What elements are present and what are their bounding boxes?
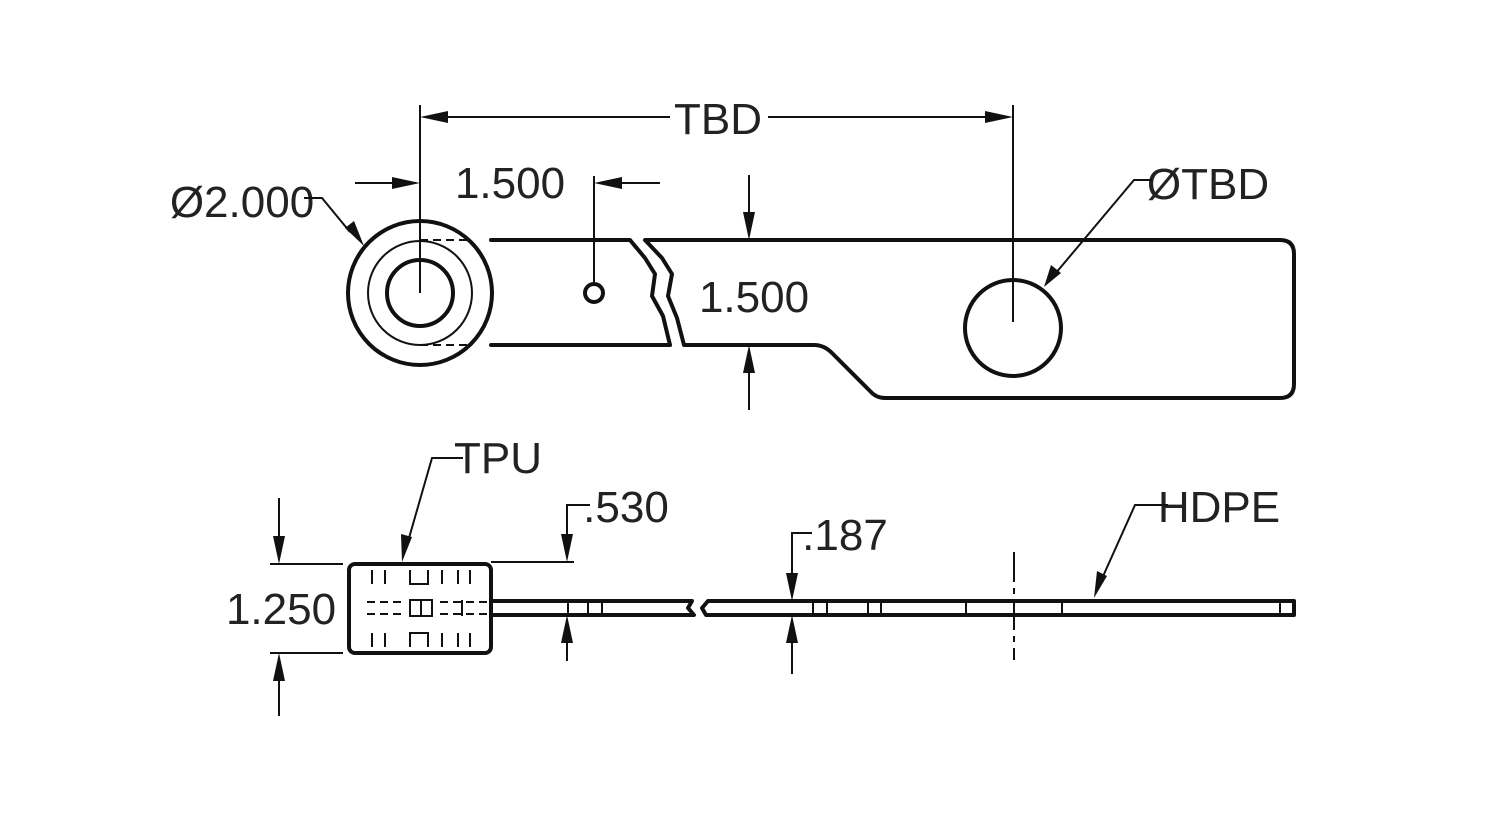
- strap-side-left: [489, 599, 696, 617]
- strap-right-segment: [643, 238, 1296, 400]
- outer-diameter-arrow: [345, 221, 364, 246]
- strap-thickness-arrow-bottom: [786, 615, 798, 643]
- hole-offset-arrow-left: [392, 177, 420, 189]
- strap-material-label: HDPE: [1158, 483, 1280, 532]
- hub-height-arrow-top: [273, 536, 285, 564]
- outer-diameter-leader: [304, 197, 351, 233]
- strap-side-right: [700, 599, 1296, 617]
- strap-thickness-arrow-top: [786, 573, 798, 601]
- strap-material-arrow: [1094, 571, 1107, 598]
- hub-offset-arrow-top: [561, 534, 573, 562]
- hub-hidden-features: [367, 570, 491, 647]
- hub-material-arrow: [401, 534, 412, 562]
- tbd-length-label: TBD: [674, 95, 762, 144]
- hub-material-leader: [406, 457, 463, 546]
- small-hole: [583, 282, 605, 304]
- strap-thickness-label: .187: [802, 511, 888, 560]
- hole-diameter-arrow: [1044, 265, 1061, 287]
- tbd-arrow-right: [985, 111, 1013, 123]
- hole-offset-arrow-right: [594, 177, 622, 189]
- tbd-arrow-left: [420, 111, 448, 123]
- hub-height-arrow-bottom: [273, 653, 285, 681]
- strap-material-leader: [1099, 504, 1168, 584]
- hub-offset-label: .530: [583, 483, 669, 532]
- hole-offset-label: 1.500: [455, 159, 565, 208]
- hub-material-label: TPU: [454, 434, 542, 483]
- arm-width-arrow-top: [743, 212, 755, 240]
- arm-width-label: 1.500: [699, 273, 809, 322]
- strap-left-segment: [489, 238, 672, 347]
- arm-width-arrow-bottom: [743, 345, 755, 373]
- hole-diameter-leader: [1054, 179, 1152, 275]
- hub-side-body: [347, 562, 493, 655]
- hub-offset-arrow-bottom: [561, 615, 573, 643]
- hole-diameter-label: ØTBD: [1147, 160, 1269, 209]
- side-view: 1.250 .530 .187 TPU HDPE: [226, 434, 1296, 716]
- outer-diameter-label: Ø2.000: [170, 178, 314, 227]
- strap-thickness-leader-top: [791, 532, 812, 587]
- hub-height-label: 1.250: [226, 585, 336, 634]
- top-view: TBD 1.500 1.500 Ø2.000 ØTBD: [170, 95, 1296, 410]
- hub-offset-leader-top: [566, 504, 590, 548]
